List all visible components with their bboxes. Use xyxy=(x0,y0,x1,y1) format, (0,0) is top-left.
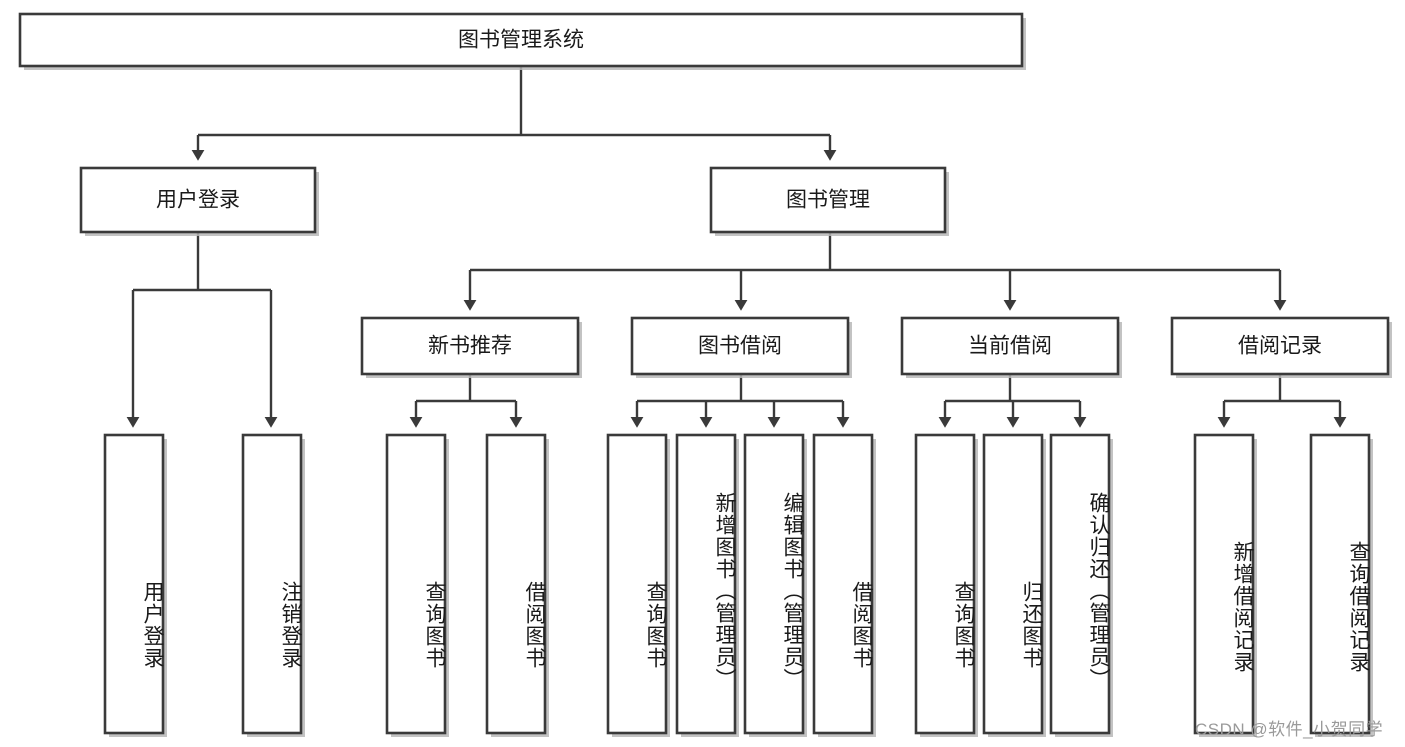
node-root-system[interactable]: 图书管理系统 xyxy=(18,12,1026,70)
leaf-query-record-box[interactable] xyxy=(1309,433,1371,735)
leaf-boxes xyxy=(103,433,1373,737)
node-nbr-box xyxy=(360,316,580,376)
node-user-login-box xyxy=(79,166,317,234)
node-bb-box xyxy=(630,316,850,376)
node-book-management[interactable]: 图书管理 xyxy=(709,166,949,236)
leaf-query-book-1-box[interactable] xyxy=(385,433,447,735)
node-nbr-label: 新书推荐 xyxy=(428,335,512,358)
node-root-label: 图书管理系统 xyxy=(458,29,584,52)
node-cb-label: 当前借阅 xyxy=(968,335,1052,358)
node-cb-box xyxy=(900,316,1120,376)
node-book-management-label: 图书管理 xyxy=(786,189,870,212)
node-borrow-record[interactable]: 借阅记录 xyxy=(1170,316,1392,378)
leaf-query-book-2-box[interactable] xyxy=(606,433,668,735)
leaf-return-book-box[interactable] xyxy=(982,433,1044,735)
node-br-box xyxy=(1170,316,1390,376)
node-book-management-box xyxy=(709,166,947,234)
csdn-watermark: CSDN @软件_小贺同学 xyxy=(1195,720,1384,739)
leaf-add-record-box[interactable] xyxy=(1193,433,1255,735)
leaf-confirm-return-box[interactable] xyxy=(1049,433,1111,735)
node-user-login[interactable]: 用户登录 xyxy=(79,166,319,236)
leaf-borrow-book-2-box[interactable] xyxy=(812,433,874,735)
node-user-login-label: 用户登录 xyxy=(156,189,240,212)
leaf-logout-login-box[interactable] xyxy=(241,433,303,735)
leaf-edit-book-box[interactable] xyxy=(743,433,805,735)
node-book-borrow[interactable]: 图书借阅 xyxy=(630,316,852,378)
leaf-add-book-box[interactable] xyxy=(675,433,737,735)
connectors xyxy=(126,66,1347,428)
node-br-label: 借阅记录 xyxy=(1238,335,1322,358)
leaf-user-login-box[interactable] xyxy=(103,433,165,735)
node-bb-label: 图书借阅 xyxy=(698,335,782,358)
node-current-borrow[interactable]: 当前借阅 xyxy=(900,316,1122,378)
leaf-borrow-book-1-box[interactable] xyxy=(485,433,547,735)
leaf-query-book-3-box[interactable] xyxy=(914,433,976,735)
node-root-box xyxy=(18,12,1024,68)
node-new-book-recommend[interactable]: 新书推荐 xyxy=(360,316,582,378)
